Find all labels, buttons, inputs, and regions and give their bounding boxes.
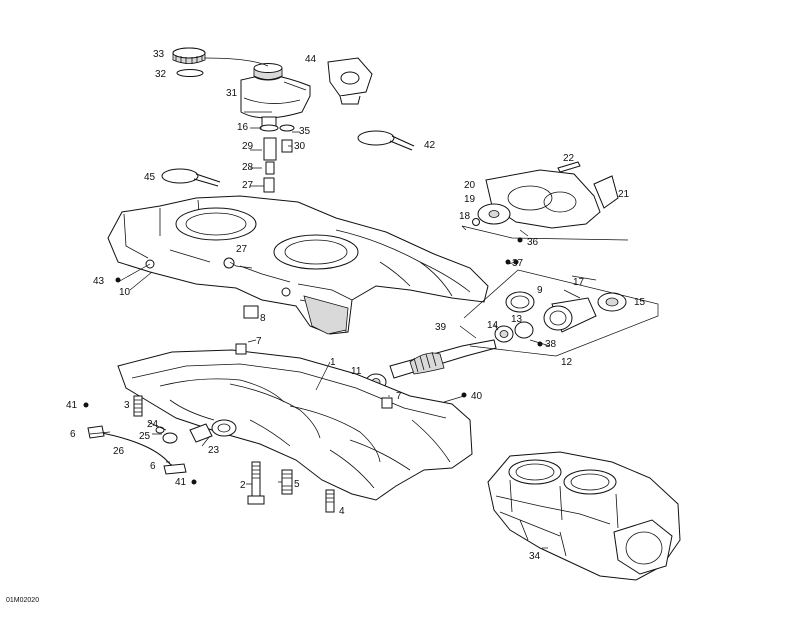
label-24: 24 [147, 419, 159, 430]
leader-lines [89, 111, 659, 549]
label-38: 38 [545, 339, 557, 350]
label-12: 12 [561, 357, 573, 368]
label-27-mid: 27 [236, 244, 248, 255]
label-2: 2 [240, 480, 246, 491]
label-4: 4 [339, 506, 345, 517]
label-13: 13 [511, 314, 523, 325]
cap-gasket [176, 69, 204, 77]
label-14: 14 [487, 320, 499, 331]
label-7-bottom: 7 [396, 391, 402, 402]
label-18: 18 [459, 211, 471, 222]
cylinder-assembly [487, 451, 681, 581]
label-21: 21 [618, 189, 630, 200]
oil-reservoir-cap [172, 47, 206, 64]
reservoir-fittings [259, 116, 295, 193]
label-44: 44 [305, 54, 317, 65]
upper-crankcase [107, 195, 489, 335]
label-27-top: 27 [242, 180, 254, 191]
ring-13 [514, 321, 534, 339]
label-28: 28 [242, 162, 254, 173]
label-16: 16 [237, 122, 249, 133]
label-8: 8 [260, 313, 266, 324]
label-35: 35 [299, 126, 311, 137]
label-40: 40 [471, 391, 483, 402]
label-19: 19 [464, 194, 476, 205]
label-26: 26 [113, 446, 125, 457]
label-6-bottom: 6 [150, 461, 156, 472]
label-29: 29 [242, 141, 254, 152]
label-45: 45 [144, 172, 156, 183]
label-42: 42 [424, 140, 436, 151]
label-10: 10 [119, 287, 131, 298]
label-15: 15 [634, 297, 646, 308]
label-7-top: 7 [256, 336, 262, 347]
seal-15 [597, 292, 627, 312]
bearing-14 [494, 325, 514, 343]
label-36: 36 [527, 237, 539, 248]
bearing-spacer [543, 297, 597, 333]
label-25: 25 [139, 431, 151, 442]
stud-5 [281, 469, 293, 495]
label-3: 3 [124, 400, 130, 411]
label-34: 34 [529, 551, 541, 562]
hose-clamp-42 [357, 130, 415, 151]
banjo-fittings [155, 423, 213, 444]
bolt-2 [247, 461, 265, 505]
rotary-valve-shaft [365, 339, 497, 391]
hose-clamp-45 [161, 168, 221, 187]
oil-reservoir [204, 57, 311, 119]
label-23: 23 [208, 445, 220, 456]
label-22: 22 [563, 153, 575, 164]
bolt-4 [325, 489, 335, 513]
label-39: 39 [435, 322, 447, 333]
label-5: 5 [294, 479, 300, 490]
label-41-bottom: 41 [175, 477, 187, 488]
label-9: 9 [537, 285, 543, 296]
part-labels: 33 32 31 44 16 35 42 29 30 28 45 27 22 2… [66, 49, 646, 562]
label-17: 17 [573, 277, 585, 288]
label-30: 30 [294, 141, 306, 152]
label-41-top: 41 [66, 400, 78, 411]
stud-3 [133, 395, 143, 417]
label-6-left: 6 [70, 429, 76, 440]
fastener-markers [83, 237, 543, 485]
label-20: 20 [464, 180, 476, 191]
label-32: 32 [155, 69, 167, 80]
reservoir-bracket [327, 57, 373, 105]
oil-line-26 [87, 425, 187, 475]
label-43: 43 [93, 276, 105, 287]
label-1: 1 [330, 357, 336, 368]
label-33: 33 [153, 49, 165, 60]
water-pump-housing [472, 161, 619, 229]
drawing-code: 01M02020 [6, 597, 39, 604]
lower-crankcase [117, 343, 473, 501]
label-11: 11 [351, 366, 362, 377]
seal-9 [505, 291, 535, 313]
label-37: 37 [512, 258, 524, 269]
label-31: 31 [226, 88, 238, 99]
